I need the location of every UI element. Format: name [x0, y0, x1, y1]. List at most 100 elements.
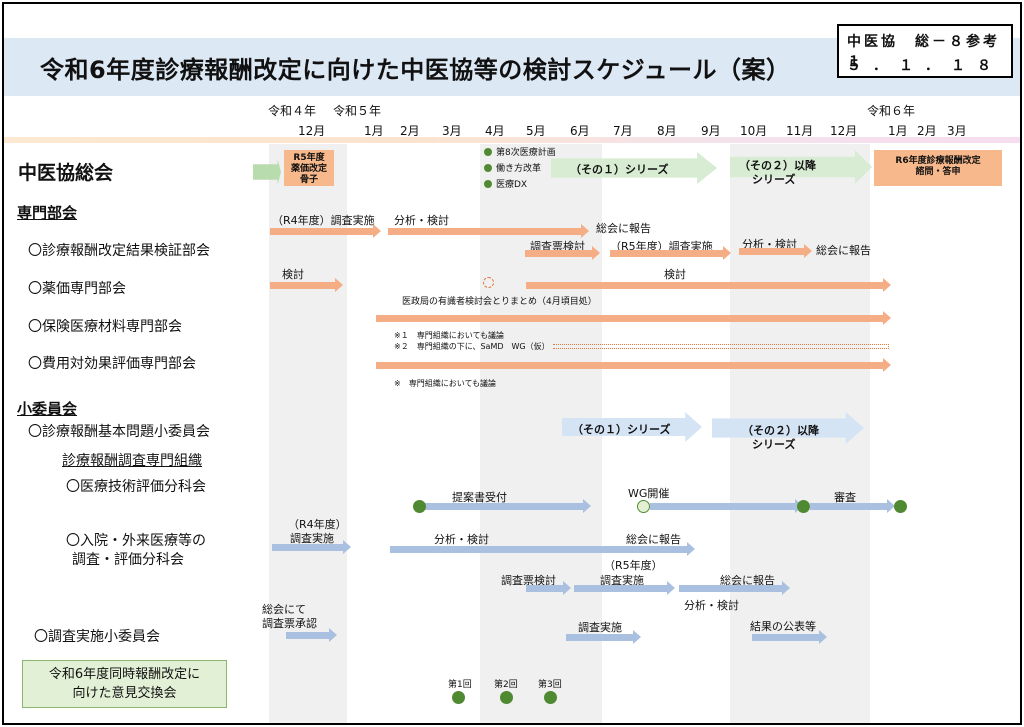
kihon-s2b: シリーズ	[752, 438, 796, 451]
topic-1: 第8次医療計画	[496, 148, 556, 158]
kensho-d: 調査票検討	[530, 240, 585, 253]
row-nyuin-2: 調査・評価分科会	[72, 552, 184, 568]
opinion-l1: 令和6年度同時報酬改定に	[48, 667, 201, 682]
opinion-exchange-box: 令和6年度同時報酬改定に 向けた意見交換会	[22, 660, 227, 708]
sokai-r5-box: R5年度薬価改定骨子	[284, 150, 334, 186]
topic-dot-2	[484, 164, 492, 172]
month-label: 3月	[442, 124, 462, 138]
gijutsu-arrow-c	[810, 499, 895, 513]
nyuin-e1: （R5年度）	[604, 559, 663, 572]
yakka-milestone-icon	[483, 277, 494, 288]
nyuin-d: 調査票検討	[501, 574, 556, 587]
topic-2: 働き方改革	[496, 164, 542, 174]
kensho-arrow-e	[610, 246, 731, 260]
nyuin-b: 分析・検討	[434, 533, 489, 546]
month-label: 3月	[947, 124, 967, 138]
hiyou-note: ※ 専門組織においても議論	[394, 379, 497, 388]
jisshi-c: 結果の公表等	[750, 620, 816, 633]
opinion-dot-3	[544, 691, 557, 704]
month-label: 11月	[786, 124, 814, 138]
reference-line1: 中医協 総－８参考１	[847, 34, 1000, 70]
month-label: 5月	[526, 124, 546, 138]
kensho-b: 分析・検討	[394, 214, 449, 227]
nyuin-c: 総会に報告	[626, 533, 681, 546]
kensho-arrow-d	[525, 246, 600, 260]
jisshi-a1: 総会にて	[262, 603, 306, 616]
kihon-s1: （その１）シリーズ	[572, 423, 671, 436]
yakka-b: 検討	[664, 268, 686, 281]
row-kihon: 〇診療報酬基本問題小委員会	[28, 424, 210, 440]
jisshi-arrow-a	[286, 628, 337, 642]
kensho-f: 分析・検討	[742, 238, 797, 251]
gijutsu-a: 提案書受付	[452, 491, 507, 504]
month-label: 1月	[364, 124, 384, 138]
gijutsu-dot-mid	[797, 500, 810, 513]
yakka-a: 検討	[282, 268, 304, 281]
sokai-r6-l2: 諮問・答申	[915, 167, 961, 177]
row-kensho: 〇診療報酬改定結果検証部会	[28, 243, 210, 259]
jisshi-arrow-b	[566, 630, 641, 644]
gijutsu-dot-start	[413, 500, 426, 513]
kensho-arrow-b	[388, 224, 589, 238]
hoken-arrow	[376, 311, 891, 325]
opinion-round-1: 第1回	[448, 680, 472, 690]
gijutsu-arrow-a	[424, 499, 591, 513]
era-r5: 令和５年	[333, 104, 382, 118]
hoken-dotted-arrow	[553, 344, 889, 349]
reference-line2: ５．１．１８	[847, 58, 1003, 74]
sokai-r5-l3: 骨子	[299, 175, 318, 185]
nyuin-a1: （R4年度）	[288, 518, 347, 531]
topic-3: 医療DX	[496, 180, 528, 190]
month-label: 1月	[888, 124, 908, 138]
nyuin-arrow-a	[272, 540, 351, 554]
sokai-r5-l2: 薬価改定	[290, 164, 327, 174]
nyuin-arrow-e	[574, 581, 675, 595]
opinion-dot-2	[500, 691, 513, 704]
row-yakka: 〇薬価専門部会	[28, 281, 126, 297]
era-r6: 令和６年	[867, 104, 916, 118]
opinion-l2: 向けた意見交換会	[72, 686, 177, 701]
gijutsu-c: 審査	[834, 491, 856, 504]
sokai-series1: （その１）シリーズ	[570, 163, 669, 176]
nyuin-arrow-f	[679, 581, 790, 595]
jisshi-arrow-c	[752, 630, 827, 644]
topic-dot-1	[484, 148, 492, 156]
month-label: 2月	[400, 124, 420, 138]
era-r4: 令和４年	[268, 104, 317, 118]
sokai-series2-a: （その２）以降	[739, 159, 816, 172]
month-label: 12月	[830, 124, 858, 138]
section-senmon: 専門部会	[17, 204, 78, 222]
yakka-note: 医政局の有識者検討会とりまとめ（4月頃目処）	[402, 297, 597, 307]
hoken-note1: ※１ 専門組織においても議論	[394, 331, 505, 340]
yakka-arrow-a	[270, 278, 343, 292]
nyuin-f: 総会に報告	[720, 574, 775, 587]
sokai-r6-l1: R6年度診療報酬改定	[895, 156, 981, 166]
month-label: 6月	[570, 124, 590, 138]
nyuin-e2: 調査実施	[600, 574, 644, 587]
shade-dec	[269, 144, 347, 723]
header-band	[4, 137, 1020, 143]
kensho-e: （R5年度）調査実施	[610, 240, 713, 253]
month-label: 4月	[485, 124, 505, 138]
opinion-dot-1	[452, 691, 465, 704]
kensho-arrow-a	[270, 224, 381, 238]
sokai-series2-b: シリーズ	[752, 173, 796, 186]
jisshi-a2: 調査票承認	[262, 617, 317, 630]
gijutsu-arrow-b	[650, 499, 803, 513]
reference-box: 中医協 総－８参考１ ５．１．１８	[837, 24, 1013, 78]
nyuin-arrow-b	[390, 542, 695, 556]
month-label: 9月	[701, 124, 721, 138]
nyuin-arrow-d	[526, 581, 571, 595]
row-hiyou: 〇費用対効果評価専門部会	[28, 356, 196, 372]
sokai-r6-box: R6年度診療報酬改定諮問・答申	[874, 150, 1002, 186]
month-label: 7月	[613, 124, 633, 138]
kensho-arrow-f	[739, 244, 812, 258]
nyuin-g: 分析・検討	[684, 599, 739, 612]
section-sokai: 中医協総会	[18, 162, 114, 184]
kihon-s2a: （その２）以降	[742, 424, 819, 437]
gijutsu-dot-end	[894, 500, 907, 513]
row-gijutsu: 〇医療技術評価分科会	[66, 479, 206, 495]
jisshi-b: 調査実施	[578, 621, 622, 634]
month-label: 10月	[740, 124, 768, 138]
